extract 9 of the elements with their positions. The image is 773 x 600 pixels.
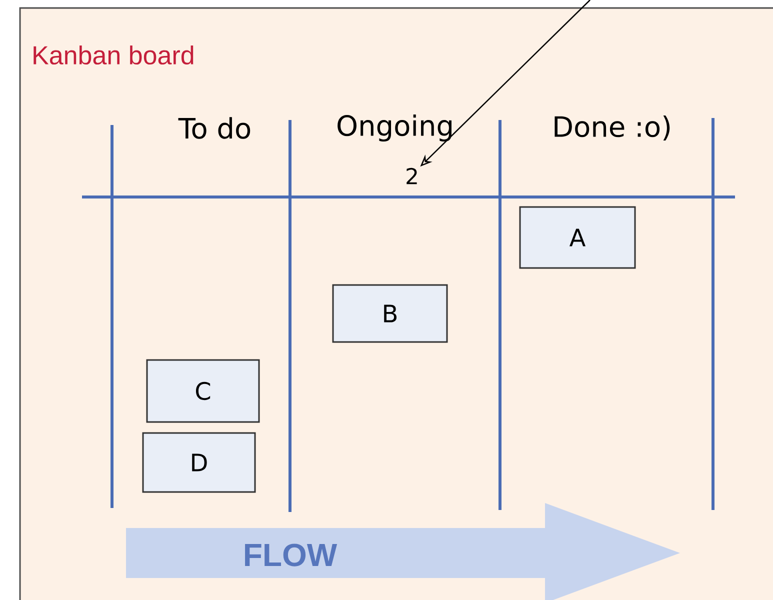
task-card: B — [332, 284, 448, 343]
task-card: D — [142, 432, 256, 493]
column-header: To do — [178, 117, 250, 139]
wip-limit: 2 — [406, 168, 417, 184]
task-card: A — [519, 206, 636, 269]
board-title: Kanban board — [34, 45, 194, 65]
column-header: Ongoing — [338, 114, 452, 142]
column-header: Done :o) — [554, 116, 670, 140]
task-card: C — [146, 359, 260, 423]
